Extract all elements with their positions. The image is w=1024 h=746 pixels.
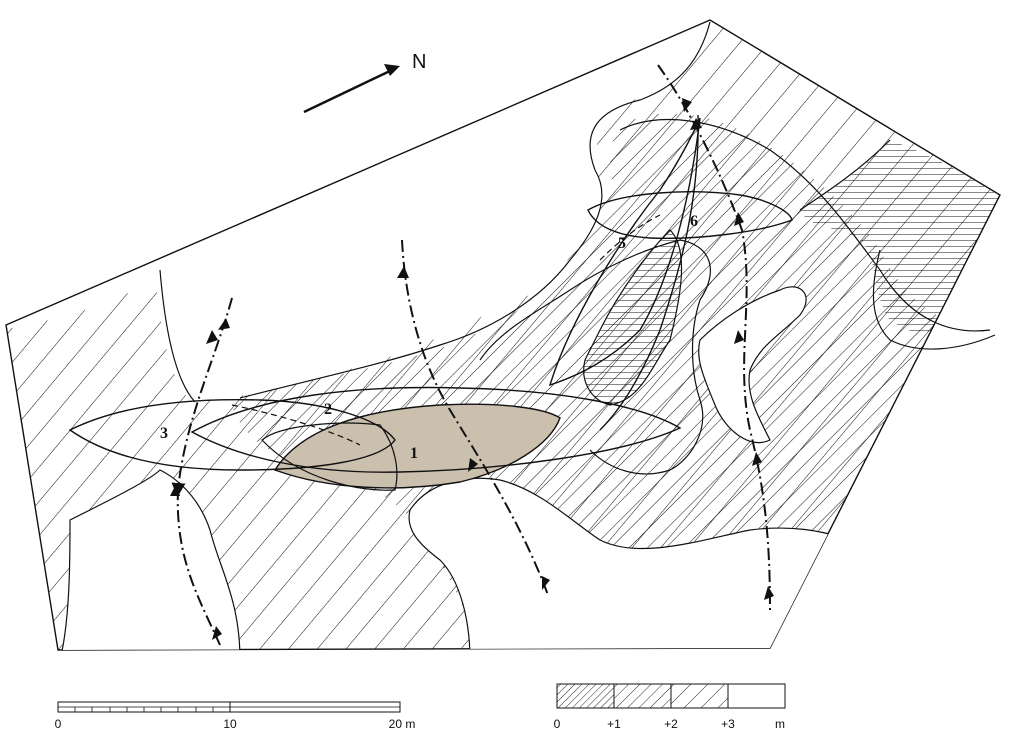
- contour-line-6: [583, 229, 683, 406]
- feature-1-inner: [261, 422, 398, 491]
- elevation-zone-white-2: [408, 477, 853, 650]
- scale-bar: 0 10 20 m: [55, 701, 416, 731]
- feature-label-5: 5: [618, 235, 626, 252]
- legend-swatch-3: [727, 683, 786, 709]
- legend-swatch-0: [556, 683, 615, 709]
- north-label: N: [412, 51, 426, 73]
- elevation-zone-dense: [800, 140, 1000, 339]
- flow-arrow-2: [401, 239, 549, 596]
- contour-line-4: [799, 139, 891, 211]
- elevation-legend: 0 +1 +2 +3 m: [554, 683, 786, 731]
- feature-2-outline: [190, 386, 682, 473]
- legend-swatch-1: [613, 683, 672, 709]
- feature-label-2: 2: [324, 401, 332, 418]
- scale-tick-0: 0: [55, 717, 62, 731]
- feature-label-1: 1: [410, 445, 418, 462]
- legend-label-0: 0: [554, 717, 561, 731]
- elevation-zone-white-1: [59, 469, 241, 650]
- elevation-zone-white-3: [698, 286, 807, 444]
- scale-tick-10: 10: [223, 717, 237, 731]
- feature-2-dashed: [231, 404, 361, 446]
- legend-unit: m: [775, 717, 785, 731]
- feature-6-outline: [587, 191, 793, 239]
- elevation-zone-dense-2: [583, 230, 682, 405]
- flow-arrow-4: [599, 114, 699, 431]
- legend-label-3: +3: [721, 717, 735, 731]
- legend-label-2: +2: [664, 717, 678, 731]
- north-arrow: N: [303, 51, 426, 114]
- feature-label-3: 3: [160, 425, 168, 442]
- contour-line-7: [872, 249, 996, 350]
- feature-label-6: 6: [690, 213, 698, 230]
- contour-line-1: [159, 269, 196, 403]
- flow-arrow-3: [657, 64, 771, 611]
- north-arrow-icon: [384, 64, 400, 76]
- flow-arrowheads: [170, 98, 774, 640]
- legend-swatch-2: [670, 683, 729, 709]
- feature-5-outline: [548, 117, 701, 387]
- feature-3-outline: [68, 399, 396, 471]
- scale-tick-20: 20 m: [389, 717, 416, 731]
- contour-line-3: [619, 119, 991, 332]
- contour-line-2: [239, 21, 711, 399]
- contour-line-5: [479, 239, 711, 475]
- legend-label-1: +1: [607, 717, 621, 731]
- flow-arrow-1: [171, 297, 233, 646]
